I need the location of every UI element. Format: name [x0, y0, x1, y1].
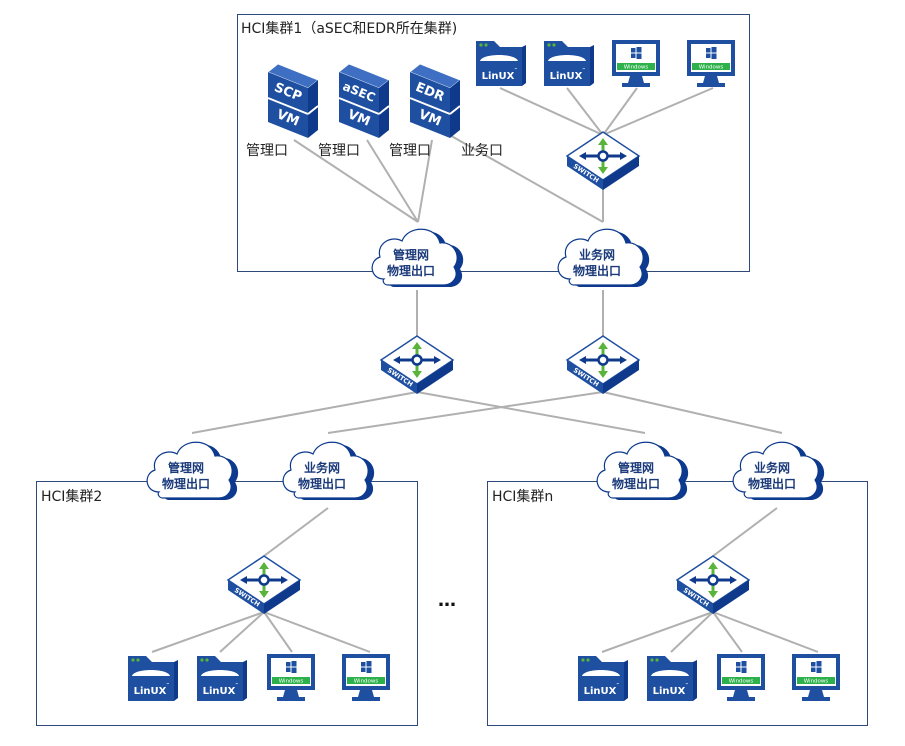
switch-cluster1: SWITCH [565, 131, 641, 190]
link-cnswitch-win1 [712, 611, 743, 653]
windows-host-cn-2: Windows [792, 654, 840, 701]
switch-clustern: SWITCH [675, 555, 751, 614]
cluster-2-label: HCI集群2 [41, 489, 103, 505]
windows-label: Windows [729, 679, 754, 685]
windows-label: Windows [804, 679, 829, 685]
linux-label: LinUX [584, 686, 617, 697]
switch-biz-core: SWITCH [565, 335, 641, 394]
link-c2biz-switch [263, 507, 329, 557]
windows-label: Windows [354, 679, 379, 685]
cloud-label-line1: 管理网 [393, 247, 429, 262]
linux-label: LinUX [653, 686, 686, 697]
windows-host-c1-1: Windows [612, 40, 660, 87]
link-cnswitch-linux2 [670, 611, 714, 653]
windows-label: Windows [699, 65, 724, 71]
link-mswitch-c2mgmt [191, 391, 418, 434]
cloud-label-line2: 物理出口 [162, 476, 210, 491]
linux-trademark: ™ [616, 682, 620, 687]
cloud-label-line2: 物理出口 [298, 476, 346, 491]
link-edr-mgmt [417, 139, 433, 223]
link-edr-biz [431, 124, 604, 223]
linux-trademark: ™ [514, 67, 518, 72]
linux-label: LinUX [134, 686, 167, 697]
cloud-label-line1: 业务网 [754, 460, 790, 475]
linux-trademark: ™ [235, 682, 239, 687]
cloud-label-line2: 物理出口 [612, 476, 660, 491]
link-c2switch-win2 [263, 611, 371, 653]
linux-trademark: ™ [582, 67, 586, 72]
windows-label: Windows [279, 679, 304, 685]
windows-host-c1-2: Windows [687, 40, 735, 87]
link-bswitch-cnbiz [602, 391, 783, 434]
windows-label: Windows [624, 65, 649, 71]
linux-label: LinUX [203, 686, 236, 697]
link-asec-mgmt [366, 139, 419, 223]
edr-business-port-label: 业务口 [461, 143, 503, 159]
link-mswitch-cnmgmt [416, 391, 646, 434]
linux-trademark: ™ [166, 682, 170, 687]
link-c2switch-linux2 [219, 611, 265, 653]
windows-host-cn-1: Windows [717, 654, 765, 701]
linux-label: LinUX [550, 71, 583, 82]
link-win1-switch1 [602, 87, 638, 136]
link-win2-switch1 [602, 87, 714, 136]
linux-label: LinUX [482, 71, 515, 82]
scp-mgmt-port-label: 管理口 [246, 143, 288, 159]
linux-trademark: ™ [685, 682, 689, 687]
link-cnbiz-switch [712, 507, 778, 557]
more-clusters-ellipsis: … [438, 590, 457, 611]
link-c2switch-win1 [263, 611, 293, 653]
cloud-label-line1: 管理网 [618, 460, 654, 475]
link-cnswitch-win2 [712, 611, 819, 653]
switch-mgmt-core: SWITCH [379, 335, 455, 394]
cloud-label-line2: 物理出口 [387, 263, 435, 278]
cluster-1-label: HCI集群1（aSEC和EDR所在集群) [241, 21, 458, 37]
cloud-label-line1: 管理网 [168, 460, 204, 475]
cloud-label-line1: 业务网 [304, 460, 340, 475]
windows-host-c2-1: Windows [267, 654, 315, 701]
link-c2switch-linux1 [151, 611, 265, 653]
asec-mgmt-port-label: 管理口 [318, 143, 360, 159]
link-linux2-switch1 [566, 87, 604, 136]
cloud-label-line1: 业务网 [579, 247, 615, 262]
windows-host-c2-2: Windows [342, 654, 390, 701]
link-linux1-switch1 [499, 87, 604, 136]
cluster-n-label: HCI集群n [492, 489, 554, 505]
cloud-label-line2: 物理出口 [748, 476, 796, 491]
link-cnswitch-linux1 [601, 611, 714, 653]
cluster-1-box [237, 14, 750, 272]
switch-cluster2: SWITCH [226, 555, 302, 614]
edr-mgmt-port-label: 管理口 [389, 143, 431, 159]
cloud-label-line2: 物理出口 [573, 263, 621, 278]
link-scp-mgmt [293, 139, 419, 223]
link-bswitch-c2biz [327, 391, 604, 434]
